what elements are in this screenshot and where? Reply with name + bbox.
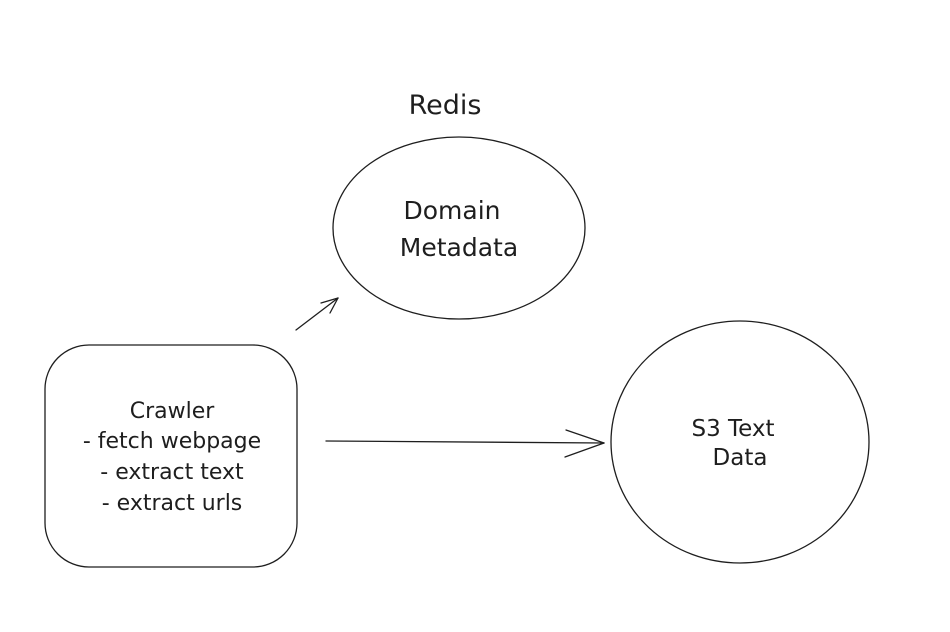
crawler-node[interactable] bbox=[44, 344, 298, 568]
domain-metadata-label-line1: Domain bbox=[403, 196, 500, 225]
crawler-item-extract-urls: - extract urls bbox=[102, 491, 243, 516]
domain-metadata-label-line2: Metadata bbox=[400, 233, 518, 262]
crawler-item-fetch: - fetch webpage bbox=[83, 429, 261, 454]
domain-metadata-node[interactable] bbox=[332, 136, 586, 320]
arrow-crawler-to-domain-metadata[interactable] bbox=[295, 297, 339, 331]
arrow-crawler-to-s3[interactable] bbox=[325, 429, 605, 458]
crawler-item-extract-text: - extract text bbox=[100, 460, 244, 485]
redis-label: Redis bbox=[409, 90, 482, 121]
crawler-title: Crawler bbox=[130, 399, 216, 424]
s3-label-line1: S3 Text bbox=[691, 416, 774, 442]
s3-label-line2: Data bbox=[713, 445, 768, 471]
s3-text-data-node[interactable] bbox=[610, 320, 870, 564]
